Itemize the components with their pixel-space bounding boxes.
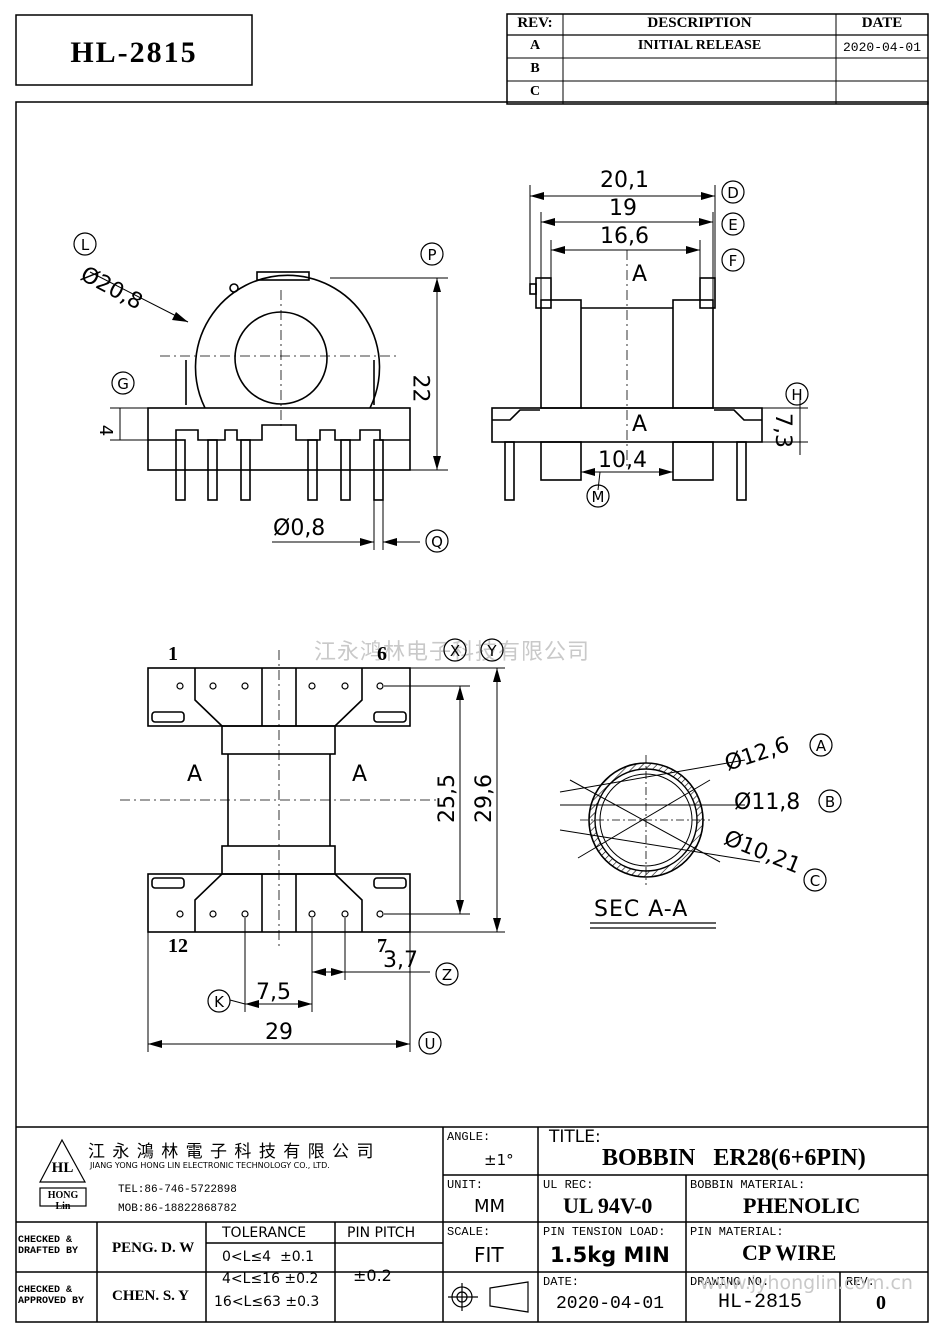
- front-view-body-arc: [194, 274, 381, 409]
- date-header: DATE: [861, 15, 903, 31]
- callout-b: B: [825, 793, 835, 811]
- callout-x: X: [450, 642, 460, 660]
- date-value: 2020-04-01: [556, 1294, 665, 1314]
- front-view-base: [147, 407, 411, 471]
- pin-material-value: CP WIRE: [742, 1240, 837, 1265]
- title-label: TITLE:: [549, 1127, 601, 1147]
- side-label-a-top: A: [632, 262, 648, 287]
- drawing-no-label: DRAWING NO:: [690, 1275, 770, 1289]
- dim-section-mid: Ø11,8: [734, 790, 801, 815]
- section-title: SEC A-A: [594, 897, 689, 922]
- angle-value: ±1°: [484, 1151, 514, 1169]
- callout-m: M: [592, 488, 605, 506]
- callout-l: L: [81, 236, 90, 254]
- bottom-label-a-left: A: [187, 762, 203, 787]
- callout-k: K: [214, 993, 225, 1011]
- tolerance-line-2: 4<L≤16 ±0.2: [222, 1271, 319, 1287]
- company-name-en: JIANG YONG HONG LIN ELECTRONIC TECHNOLOG…: [90, 1161, 330, 1170]
- angle-label: ANGLE:: [447, 1130, 491, 1144]
- logo-text: HL: [51, 1160, 74, 1176]
- callout-p: P: [427, 246, 436, 264]
- ul-rec-value: UL 94V-0: [563, 1193, 653, 1218]
- tolerance-label: TOLERANCE: [222, 1225, 307, 1241]
- drawing-no-value: HL-2815: [718, 1291, 803, 1314]
- pin-tension-value: 1.5kg MIN: [550, 1243, 670, 1267]
- rev-value: 0: [876, 1292, 886, 1314]
- dim-bottom-d3: 3,7: [383, 948, 418, 973]
- callout-e: E: [728, 216, 737, 234]
- unit-value: MM: [474, 1196, 506, 1217]
- company-tel: TEL:86-746-5722898: [118, 1184, 237, 1196]
- projection-symbol: [448, 1281, 529, 1313]
- part-number: HL-2815: [70, 36, 198, 69]
- checked-approved-label: CHECKED & APPROVED BY: [18, 1285, 85, 1307]
- pin-pitch-value: ±0.2: [353, 1266, 392, 1285]
- date-label: DATE:: [543, 1275, 580, 1289]
- checked-approved-value: CHEN. S. Y: [112, 1288, 189, 1304]
- rev-header: REV:: [517, 15, 553, 31]
- pin-material-label: PIN MATERIAL:: [690, 1225, 784, 1239]
- pin-label-1: 1: [168, 643, 178, 665]
- callout-q: Q: [431, 533, 443, 551]
- logo-subtext: HONG Lin: [47, 1190, 79, 1212]
- ul-rec-label: UL REC:: [543, 1178, 594, 1192]
- bottom-label-a-right: A: [352, 762, 368, 787]
- checked-drafted-label: CHECKED & DRAFTED BY: [18, 1235, 79, 1257]
- rev-label: REV:: [846, 1275, 875, 1289]
- callout-u: U: [425, 1035, 436, 1053]
- rev-row-a-date: 2020-04-01: [842, 40, 921, 55]
- dim-side-w3: 16,6: [600, 224, 649, 249]
- dim-side-w1: 20,1: [600, 168, 649, 193]
- unit-label: UNIT:: [447, 1178, 484, 1192]
- dim-side-w2: 19: [609, 196, 637, 221]
- callout-a: A: [816, 737, 827, 755]
- callout-g: G: [117, 375, 129, 393]
- pin-label-6: 6: [377, 643, 387, 665]
- callout-z: Z: [442, 966, 452, 984]
- checked-drafted-value: PENG. D. W: [112, 1240, 195, 1256]
- dim-side-w4: 10,4: [598, 448, 647, 473]
- dim-bottom-d4: 7,5: [256, 980, 291, 1005]
- scale-label: SCALE:: [447, 1225, 491, 1239]
- callout-f: F: [729, 252, 738, 270]
- tolerance-line-1: 0<L≤4 ±0.1: [222, 1249, 314, 1265]
- description-header: DESCRIPTION: [647, 15, 752, 31]
- website-watermark: www.jyhonglin.com.cn: [700, 1272, 913, 1294]
- side-label-a-bottom: A: [632, 412, 648, 437]
- rev-row-c-rev: C: [529, 84, 541, 99]
- callout-d: D: [727, 184, 739, 202]
- pin-pitch-label: PIN PITCH: [347, 1225, 416, 1241]
- callout-y: Y: [486, 642, 497, 660]
- bobbin-material-label: BOBBIN MATERIAL:: [690, 1178, 806, 1192]
- scale-value: FIT: [474, 1243, 504, 1267]
- bobbin-material-value: PHENOLIC: [743, 1193, 861, 1218]
- front-view-top-notch: [256, 271, 310, 281]
- callout-c: C: [810, 872, 820, 890]
- tolerance-line-3: 16<L≤63 ±0.3: [214, 1294, 320, 1310]
- dim-front-pin-dia: Ø0,8: [273, 516, 326, 541]
- pin-label-12: 12: [168, 935, 188, 957]
- company-mob: MOB:86-18822868782: [118, 1203, 237, 1215]
- title-value: BOBBIN ER28(6+6PIN): [602, 1145, 866, 1171]
- pin-label-7: 7: [377, 935, 387, 957]
- pin-tension-label: PIN TENSION LOAD:: [543, 1225, 666, 1239]
- company-name-cn: 江 永 鴻 林 電 子 科 技 有 限 公 司: [88, 1142, 375, 1162]
- dim-bottom-d5: 29: [265, 1020, 293, 1045]
- callout-h: H: [791, 386, 802, 404]
- rev-row-a-description: INITIAL RELEASE: [637, 38, 762, 53]
- rev-row-b-rev: B: [530, 61, 540, 76]
- rev-row-a-rev: A: [529, 38, 541, 53]
